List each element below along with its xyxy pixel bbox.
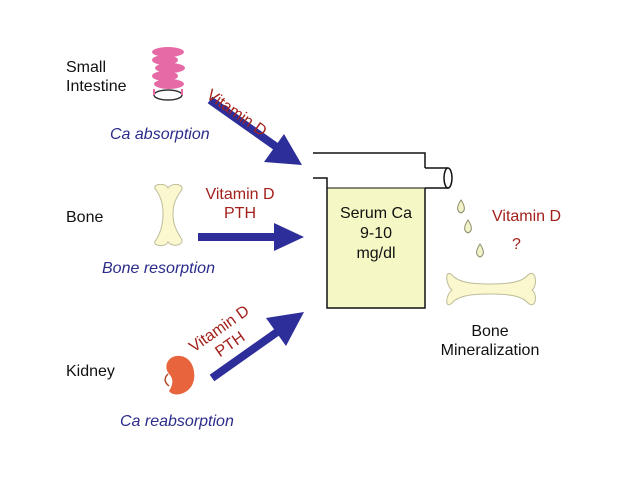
bone-hormone-label: Vitamin D PTH xyxy=(205,186,275,223)
arrow-bone-to-serum xyxy=(198,223,304,251)
serum-container xyxy=(313,152,453,309)
bone-icon-right xyxy=(446,272,536,306)
question-mark-label: ? xyxy=(512,236,521,253)
intestine-icon xyxy=(152,47,185,101)
bone-mineralization-label: Bone Mineralization xyxy=(440,323,540,360)
bone-icon-left xyxy=(154,183,183,247)
kidney-icon xyxy=(164,355,195,395)
bone-label: Bone xyxy=(66,209,104,226)
arrow-intestine-to-serum xyxy=(207,96,302,165)
serum-ca-label: Serum Ca 9-10 mg/dl xyxy=(339,205,413,262)
kidney-label: Kidney xyxy=(66,363,115,380)
bone-resorption-label: Bone resorption xyxy=(102,260,215,277)
ca-absorption-label: Ca absorption xyxy=(110,126,210,143)
intestine-label: Small Intestine xyxy=(66,59,127,96)
arrow-kidney-to-serum xyxy=(209,312,304,382)
ca-reabsorption-label: Ca reabsorption xyxy=(120,413,234,430)
mineralization-vitamin-d-label: Vitamin D xyxy=(492,208,562,225)
calcium-drops xyxy=(457,199,484,258)
